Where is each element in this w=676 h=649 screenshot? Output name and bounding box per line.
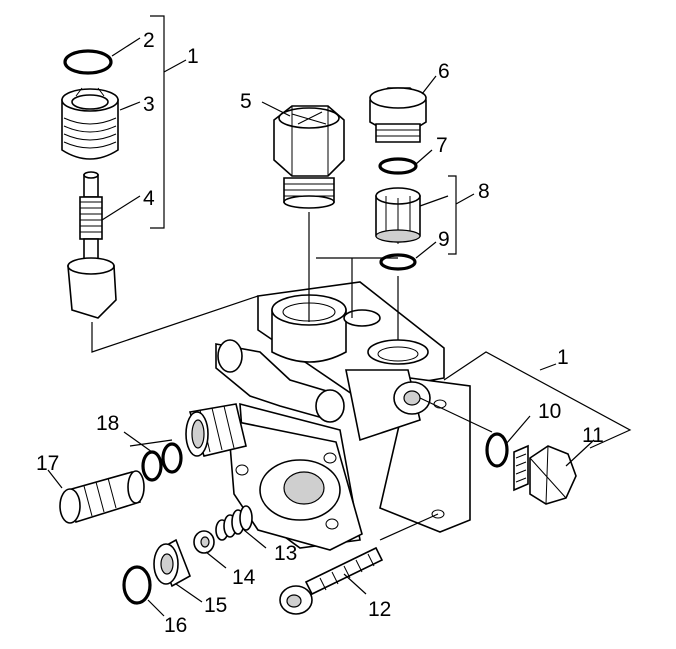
callout-16: 16 [164,614,187,637]
callout-1-right: 1 [557,346,569,369]
part-6-plug [369,87,427,143]
callout-9: 9 [438,228,450,251]
callout-12: 12 [368,598,391,621]
part-16-o-ring [122,565,152,605]
callout-7: 7 [436,134,448,157]
pump-head-housing [185,281,471,551]
part-7-o-ring [378,157,418,175]
callout-3: 3 [143,93,155,116]
assembly-line-10 [419,397,493,433]
callout-18: 18 [96,412,119,435]
callout-4: 4 [143,187,155,210]
callout-13: 13 [274,542,297,565]
callout-5: 5 [240,90,252,113]
part-8-valve-cartridge [375,187,421,244]
part-11-hex-plug [513,444,577,505]
group-8-bracket [448,175,475,255]
callout-11: 11 [582,424,604,447]
callout-leaders [47,37,595,617]
callout-15: 15 [204,594,227,617]
group-1b-bracket [443,351,632,449]
group-1-bracket [150,15,187,229]
part-2-o-ring [63,49,113,75]
part-13-spring [215,505,253,541]
part-10-o-ring [485,432,509,468]
callout-6: 6 [438,60,450,83]
part-15-valve-seat [153,538,191,588]
callout-2: 2 [143,29,155,52]
callout-1b-leader [539,363,557,371]
part-12-socket-bolt [279,546,384,615]
callout-10: 10 [538,400,561,423]
part-9-o-ring [379,253,417,271]
assembly-line-12 [379,513,439,541]
part-5-sight-glass-plug [273,105,345,209]
assembly-frame-left [91,295,259,353]
part-3-valve-seat [61,87,119,160]
callout-14: 14 [232,566,256,589]
part-4-valve-stem [67,171,117,319]
part-14-valve-disc [193,530,215,554]
callout-17: 17 [36,452,59,475]
part-17-valve-insert [59,470,145,524]
callout-8: 8 [478,180,490,203]
callout-1-upper: 1 [187,45,199,68]
